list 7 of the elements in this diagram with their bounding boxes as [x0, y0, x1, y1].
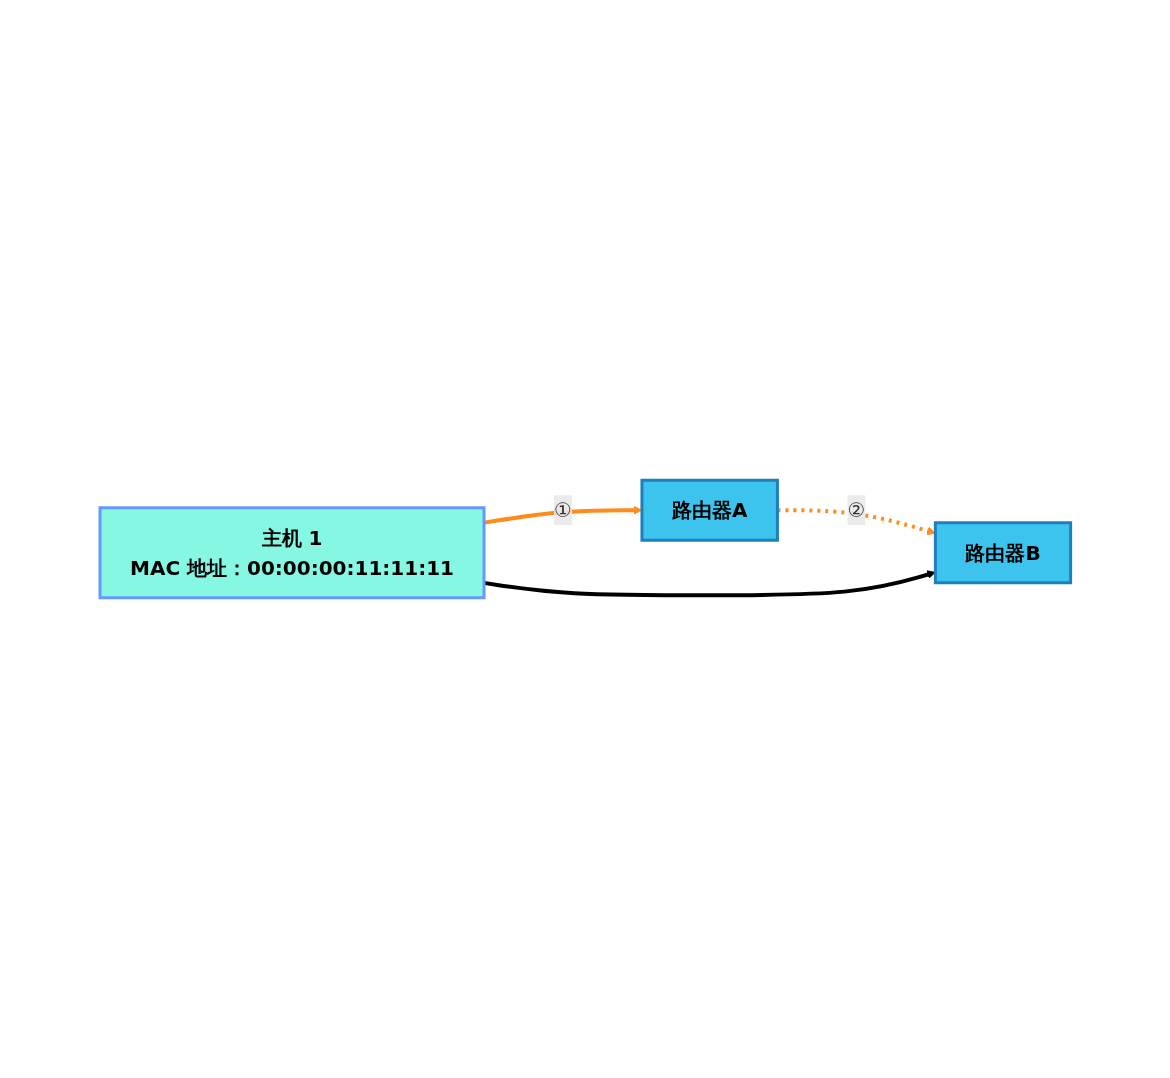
edge-label: ①	[553, 498, 572, 523]
node-box: 路由器A	[640, 478, 779, 542]
node-box: 路由器B	[933, 521, 1072, 585]
node-box: 主机 1 MAC 地址：00:00:00:11:11:11	[98, 506, 486, 600]
arrow	[483, 570, 936, 598]
edge-label: ②	[847, 498, 866, 523]
arrow	[777, 508, 936, 536]
